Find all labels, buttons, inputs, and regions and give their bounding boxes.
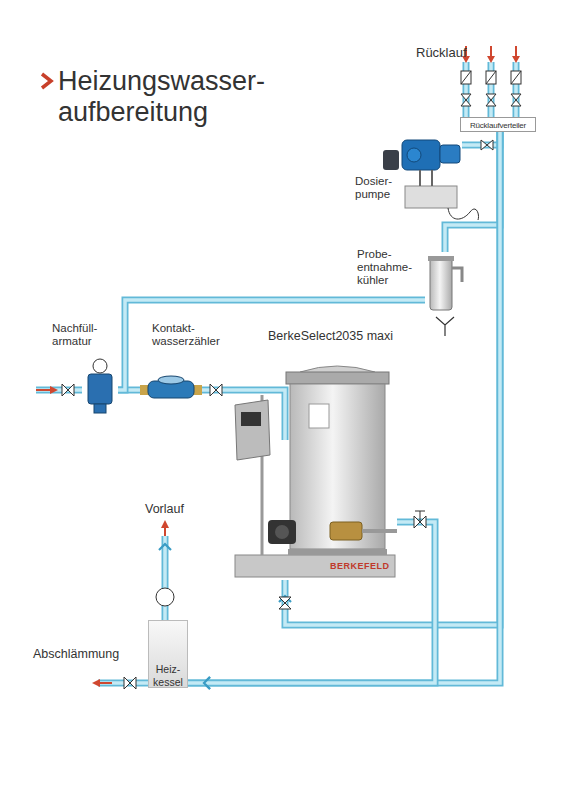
flow-arrow bbox=[98, 682, 112, 684]
pipe-fill bbox=[118, 300, 425, 390]
circulation-pump bbox=[156, 588, 174, 606]
flow-arrow-head bbox=[50, 386, 58, 394]
shutoff-valve bbox=[461, 94, 521, 106]
dosing-pump-node: Dosier- pumpe bbox=[402, 133, 462, 215]
dosing-pump bbox=[383, 140, 479, 220]
check-valve-body bbox=[461, 71, 471, 84]
return-pipe bbox=[466, 62, 516, 117]
flow-chevron bbox=[159, 544, 171, 550]
shutoff-valve bbox=[210, 384, 222, 396]
pipe-outline bbox=[285, 132, 500, 625]
shutoff-valve bbox=[481, 140, 493, 150]
node-text: Probe- entnahme- kühler bbox=[357, 248, 417, 287]
boiler-box: Heiz- kessel bbox=[148, 620, 188, 688]
supply-pipe bbox=[162, 536, 169, 620]
pipe-fill bbox=[285, 132, 500, 625]
treatment-unit bbox=[235, 366, 397, 577]
pipe-label: Abschlämmung bbox=[33, 648, 119, 661]
base-plate bbox=[235, 555, 395, 577]
meter-dial bbox=[158, 376, 184, 384]
node-text: Kontakt- wasserzähler bbox=[152, 322, 228, 348]
cooler-tap bbox=[452, 268, 462, 282]
blowdown-pipe bbox=[98, 680, 148, 687]
pipe-outline bbox=[188, 132, 500, 683]
mounting-plate bbox=[405, 186, 457, 208]
flow-arrow-head bbox=[462, 56, 520, 63]
refill-fitting-node: Nachfüll- armatur bbox=[82, 358, 118, 413]
cooler-cap bbox=[428, 256, 454, 261]
check-valve-body bbox=[486, 71, 496, 84]
tank-sticker bbox=[309, 404, 329, 428]
shutoff-valve bbox=[124, 677, 136, 689]
inlet-pipe bbox=[36, 388, 82, 392]
pipe-label: Vorlauf bbox=[145, 503, 184, 516]
tank-flange bbox=[286, 372, 389, 384]
check-valve-line bbox=[486, 71, 496, 84]
fitting-body bbox=[88, 374, 112, 404]
unit-pump-head bbox=[275, 525, 289, 539]
check-valve-body bbox=[511, 71, 521, 84]
supply-pipe bbox=[163, 536, 167, 620]
check-valve bbox=[461, 71, 521, 84]
pump-motor bbox=[440, 145, 460, 163]
node-text: BERKEFELD bbox=[330, 560, 390, 573]
pipe-connector bbox=[188, 132, 500, 689]
tank-lid bbox=[300, 366, 375, 372]
pump-head bbox=[407, 148, 421, 162]
strainer bbox=[330, 522, 362, 540]
outlet-fitting bbox=[362, 529, 397, 533]
pipe-connector bbox=[279, 132, 500, 625]
flow-arrow-head bbox=[161, 520, 169, 528]
check-valve-line bbox=[461, 71, 471, 84]
node-text: Nachfüll- armatur bbox=[52, 322, 110, 348]
pump-body bbox=[402, 140, 440, 170]
diagram-title: Heizungswasser- aufbereitung bbox=[58, 66, 328, 128]
shutoff-valve bbox=[279, 597, 291, 609]
node-text: Dosier- pumpe bbox=[355, 175, 401, 201]
control-panel bbox=[235, 400, 270, 460]
sample-cooler bbox=[428, 256, 462, 336]
flow-arrow bbox=[36, 389, 52, 391]
tank-body bbox=[290, 384, 385, 549]
fitting-drain bbox=[94, 404, 106, 413]
shutoff-valve bbox=[62, 384, 74, 396]
treatment-unit-node: BerkeSelect2035 maxiBERKEFELD bbox=[232, 355, 397, 580]
refill-fitting bbox=[88, 359, 112, 413]
node-text: Heiz- kessel bbox=[149, 663, 187, 689]
return-pipe bbox=[466, 62, 516, 117]
arrow-head bbox=[204, 677, 210, 689]
node-text: BerkeSelect2035 maxi bbox=[268, 330, 393, 343]
drain-funnel bbox=[436, 317, 454, 336]
pressure-gauge bbox=[93, 359, 107, 373]
title-chevron bbox=[42, 74, 51, 88]
cooler-body bbox=[430, 258, 452, 310]
sample-cooler-node: Probe- entnahme- kühler bbox=[425, 252, 465, 314]
pump-stand bbox=[420, 170, 432, 186]
blowdown-pipe bbox=[98, 681, 148, 685]
pump-cable bbox=[448, 208, 479, 220]
pipe-outline bbox=[118, 300, 425, 390]
check-valve-line bbox=[511, 71, 521, 84]
distributor-box: Rücklaufverteiler bbox=[460, 117, 536, 132]
valve-handle bbox=[415, 511, 425, 522]
flow-arrow-head bbox=[92, 679, 100, 687]
tank-foot bbox=[288, 549, 387, 555]
unit-pump bbox=[268, 520, 296, 544]
pump-control bbox=[383, 150, 399, 170]
panel-display bbox=[241, 412, 261, 426]
pipe-connector bbox=[118, 300, 425, 390]
inlet-pipe bbox=[36, 387, 82, 394]
water-meter bbox=[140, 376, 202, 398]
water-meter-node: Kontakt- wasserzähler bbox=[140, 375, 202, 403]
pipe-fill bbox=[188, 132, 500, 683]
pipe-label: Rücklauf bbox=[416, 46, 467, 59]
node-text: Rücklaufverteiler bbox=[461, 119, 535, 132]
